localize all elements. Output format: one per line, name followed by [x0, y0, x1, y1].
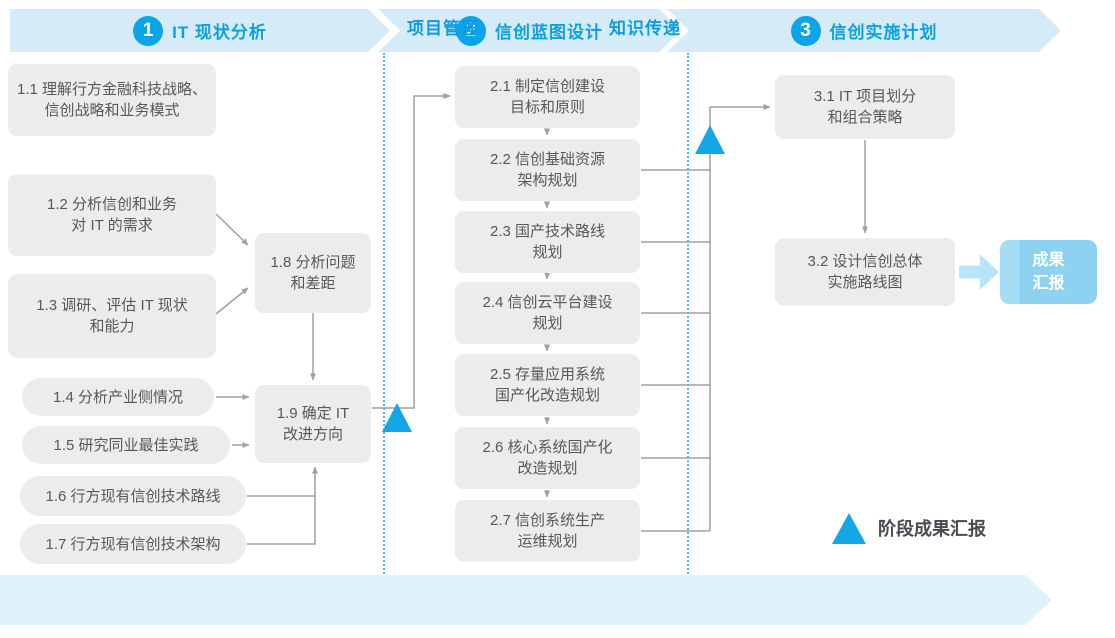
footer-label-knowledge-transfer: 知识传递: [609, 19, 681, 38]
node-1-4: 1.4 分析产业侧情况: [22, 378, 214, 416]
result-report-box: 成果 汇报: [1000, 240, 1097, 304]
phase-3-number-badge: 3: [791, 16, 821, 46]
phase-2-title: 信创蓝图设计: [495, 23, 603, 42]
legend-label: 阶段成果汇报: [878, 519, 986, 539]
node-3-1-line1: 3.1 IT 项目划分: [813, 88, 917, 105]
node-1-6-label: 1.6 行方现有信创技术路线: [45, 487, 221, 505]
node-1-1-line1: 1.1 理解行方金融科技战略、: [16, 81, 208, 98]
node-3-1-line2: 和组合策略: [827, 109, 903, 126]
node-2-1-line2: 目标和原则: [509, 99, 585, 116]
node-2-1-line1: 2.1 制定信创建设: [489, 78, 606, 95]
phase-banner-3: 3 信创实施计划: [667, 9, 1061, 52]
node-1-9-line2: 改进方向: [282, 426, 343, 443]
node-3-2: 3.2 设计信创总体 实施路线图: [775, 238, 955, 306]
node-2-6-line2: 改造规划: [517, 460, 578, 477]
node-1-2: 1.2 分析信创和业务 对 IT 的需求: [8, 174, 216, 256]
bottom-banner: [0, 575, 1052, 625]
node-2-7-line1: 2.7 信创系统生产: [489, 512, 606, 529]
phase-3-title: 信创实施计划: [829, 23, 938, 42]
node-2-6-line1: 2.6 核心系统国产化: [482, 439, 613, 456]
node-2-6: 2.6 核心系统国产化 改造规划: [455, 427, 640, 489]
phase-1-number-badge: 1: [133, 16, 163, 46]
node-2-7-line2: 运维规划: [517, 533, 578, 550]
phase-banner-2: 2 信创蓝图设计: [378, 9, 681, 52]
node-1-9: 1.9 确定 IT 改进方向: [255, 385, 371, 463]
node-2-4-line2: 规划: [532, 315, 563, 332]
node-1-1: 1.1 理解行方金融科技战略、 信创战略和业务模式: [8, 64, 216, 136]
node-1-4-label: 1.4 分析产业侧情况: [52, 388, 184, 406]
node-2-2-line1: 2.2 信创基础资源: [489, 151, 606, 168]
node-2-7: 2.7 信创系统生产 运维规划: [455, 500, 640, 562]
node-1-3: 1.3 调研、评估 IT 现状 和能力: [8, 274, 216, 358]
node-1-7-label: 1.7 行方现有信创技术架构: [45, 535, 221, 553]
footer-label-project-management: 项目管理: [407, 19, 479, 38]
node-1-7: 1.7 行方现有信创技术架构: [20, 524, 246, 564]
node-2-2: 2.2 信创基础资源 架构规划: [455, 139, 640, 201]
node-2-2-line2: 架构规划: [517, 172, 578, 189]
node-1-9-line1: 1.9 确定 IT: [276, 405, 350, 422]
node-1-2-line1: 1.2 分析信创和业务: [46, 196, 178, 213]
node-2-4-line1: 2.4 信创云平台建设: [482, 294, 613, 311]
node-1-3-line2: 和能力: [89, 318, 135, 335]
node-1-5-label: 1.5 研究同业最佳实践: [53, 436, 199, 454]
node-2-3-line2: 规划: [532, 244, 563, 261]
node-3-1: 3.1 IT 项目划分 和组合策略: [775, 75, 955, 139]
node-1-5: 1.5 研究同业最佳实践: [22, 426, 230, 464]
node-1-2-line2: 对 IT 的需求: [71, 217, 153, 234]
node-2-3-line1: 2.3 国产技术路线: [489, 223, 606, 240]
node-1-8-line2: 和差距: [290, 275, 336, 292]
result-report-line1: 成果: [1032, 251, 1065, 269]
node-1-6: 1.6 行方现有信创技术路线: [20, 476, 246, 516]
node-1-3-line1: 1.3 调研、评估 IT 现状: [36, 297, 188, 314]
node-2-5-line1: 2.5 存量应用系统: [489, 366, 606, 383]
node-2-1: 2.1 制定信创建设 目标和原则: [455, 66, 640, 128]
node-3-2-line1: 3.2 设计信创总体: [807, 253, 923, 270]
phase-2-number-badge: 2: [456, 16, 486, 46]
node-2-4: 2.4 信创云平台建设 规划: [455, 282, 640, 344]
node-2-5-line2: 国产化改造规划: [494, 387, 600, 404]
phase-1-title: IT 现状分析: [172, 23, 267, 42]
result-report-line2: 汇报: [1032, 275, 1065, 292]
node-1-8-line1: 1.8 分析问题: [270, 254, 356, 271]
node-2-3: 2.3 国产技术路线 规划: [455, 211, 640, 273]
phase-separator-1: [383, 53, 385, 574]
node-2-5: 2.5 存量应用系统 国产化改造规划: [455, 354, 640, 416]
node-1-1-line2: 信创战略和业务模式: [44, 102, 180, 119]
phase-banner-1: 1 IT 现状分析: [10, 9, 390, 52]
node-3-2-line2: 实施路线图: [827, 274, 903, 291]
node-1-8: 1.8 分析问题 和差距: [255, 233, 371, 313]
